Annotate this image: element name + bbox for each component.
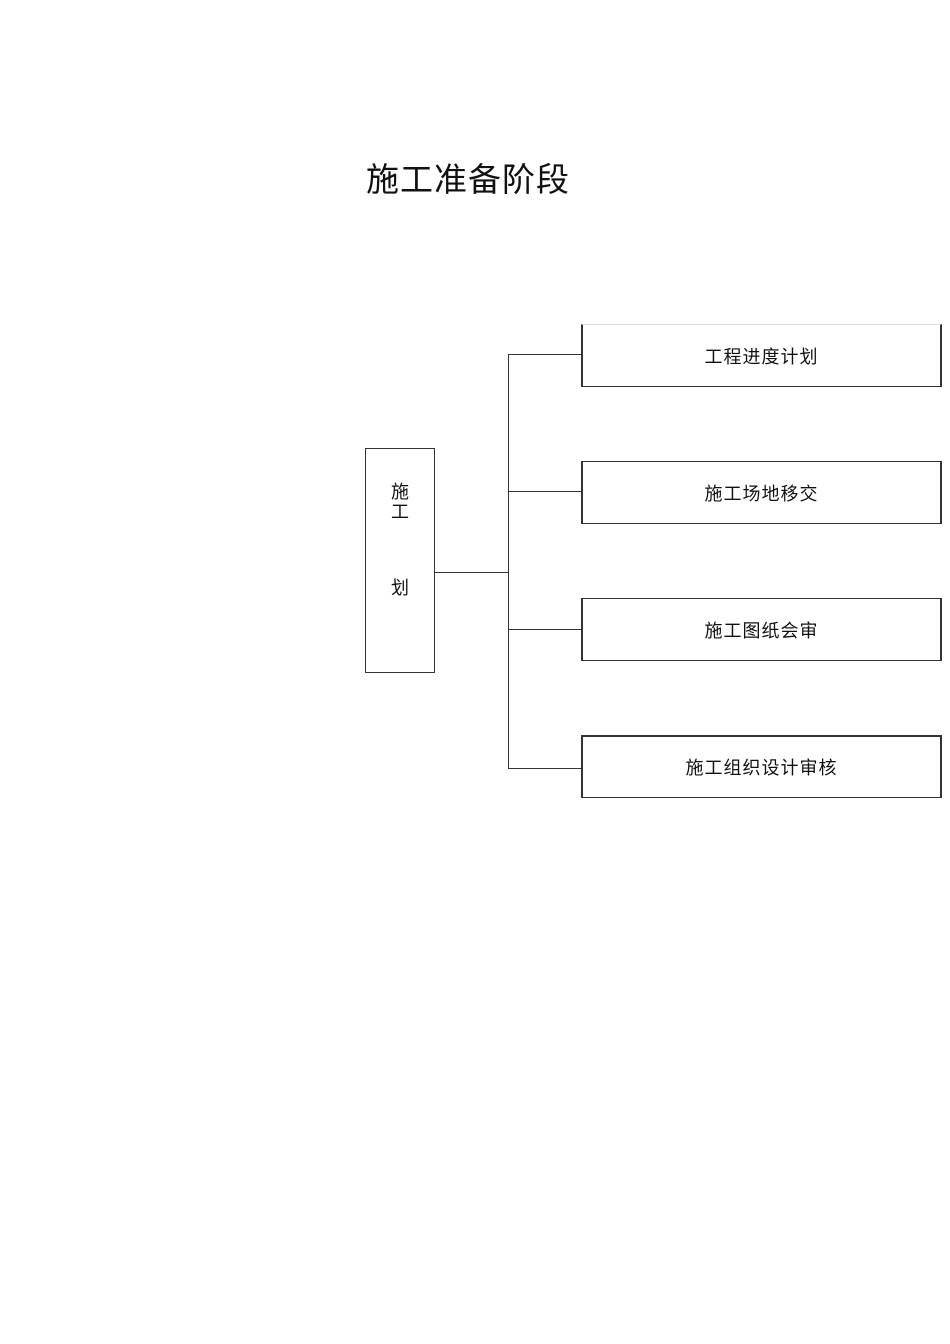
connector-branch-3 — [508, 629, 582, 630]
child-node-label: 施工场地移交 — [704, 483, 819, 505]
root-node-char: 施 — [391, 482, 409, 503]
root-node-char: 工 — [391, 502, 409, 523]
child-node-design-audit: 施工组织设计审核 — [581, 735, 942, 798]
connector-branch-2 — [508, 491, 582, 492]
connector-branch-4 — [508, 768, 582, 769]
root-node: 施 工 划 — [365, 448, 435, 673]
child-node-label: 工程进度计划 — [704, 346, 819, 368]
child-node-site-handover: 施工场地移交 — [581, 461, 942, 524]
child-node-progress-plan: 工程进度计划 — [581, 324, 942, 387]
page-title: 施工准备阶段 — [366, 160, 570, 199]
child-node-label: 施工组织设计审核 — [685, 758, 838, 779]
connector-trunk-vertical — [508, 354, 509, 769]
root-node-char: 划 — [391, 578, 409, 599]
child-node-drawing-review: 施工图纸会审 — [581, 598, 942, 661]
connector-branch-1 — [508, 354, 582, 355]
connector-root-horizontal — [435, 572, 509, 573]
child-node-label: 施工图纸会审 — [704, 620, 819, 642]
